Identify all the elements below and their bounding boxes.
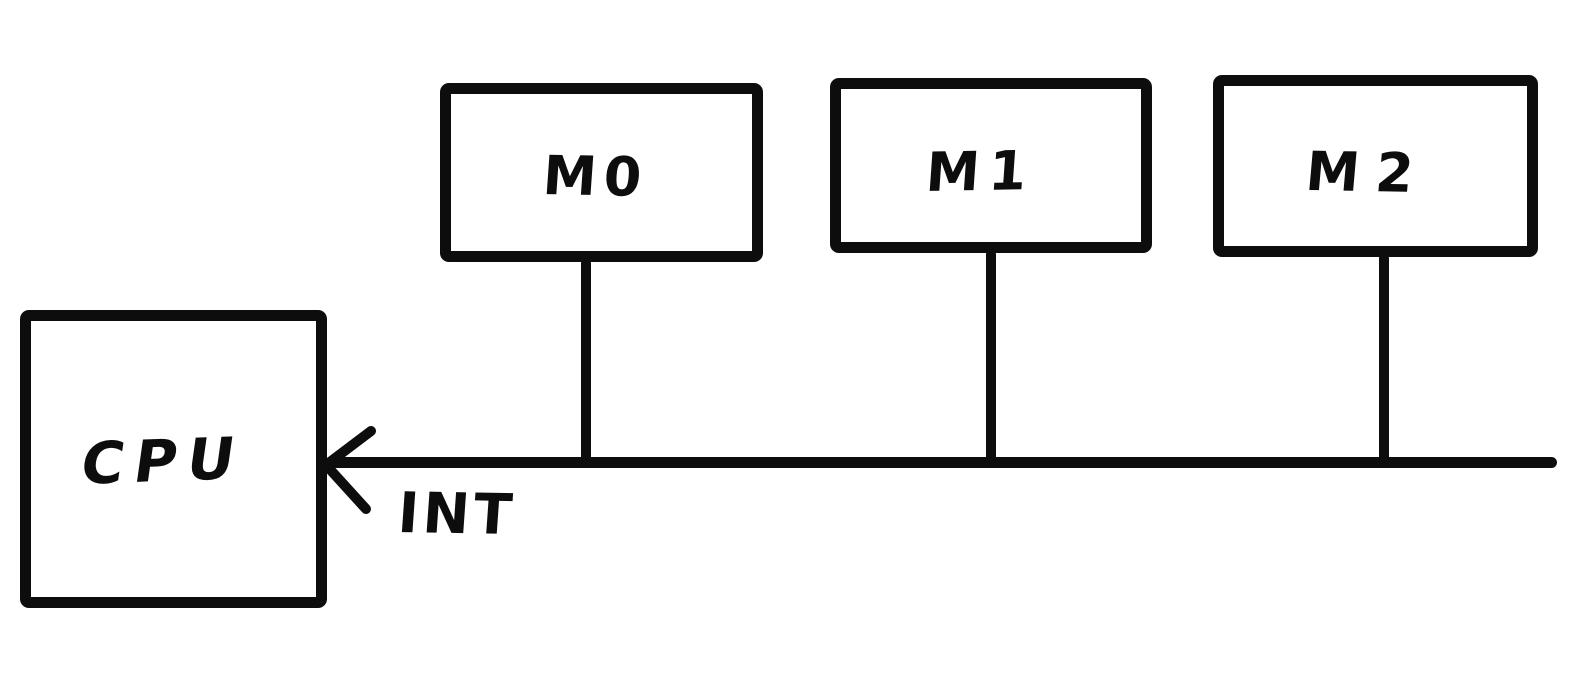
bus-tap-m1 (986, 249, 996, 464)
left-arrowhead-icon (321, 426, 376, 514)
bus-tap-m2 (1379, 253, 1389, 464)
node-m0-label: M0 (540, 144, 651, 209)
node-cpu: CPU (20, 310, 327, 608)
interrupt-label: INT (395, 481, 519, 548)
node-m1-label: M1 (924, 139, 1038, 204)
node-m2-label: M2 (1303, 139, 1432, 205)
node-m2: M2 (1213, 75, 1538, 257)
node-m1: M1 (830, 78, 1152, 253)
bus-line (330, 457, 1557, 468)
bus-tap-m0 (581, 258, 591, 464)
node-cpu-label: CPU (77, 424, 250, 498)
node-m0: M0 (440, 83, 763, 262)
